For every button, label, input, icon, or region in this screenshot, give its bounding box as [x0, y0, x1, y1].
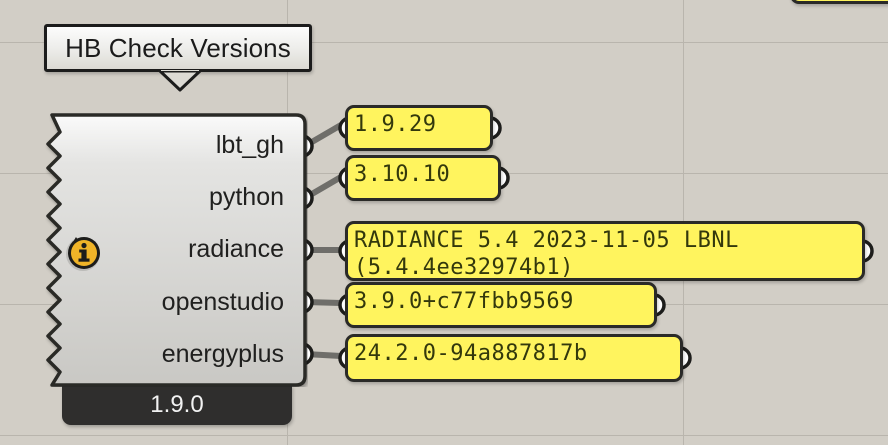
component-name-text: HB Check Versions [65, 32, 291, 63]
panel-text-openstudio: 3.9.0+c77fbb9569 [354, 289, 574, 314]
panel-python[interactable]: 3.10.10 [345, 155, 501, 201]
panel-text-python: 3.10.10 [354, 162, 451, 187]
output-row-radiance[interactable]: radiance [38, 224, 286, 276]
info-icon[interactable] [62, 231, 106, 275]
panel-text-energyplus: 24.2.0-94a887817b [354, 341, 588, 366]
output-label-lbt_gh: lbt_gh [215, 130, 284, 159]
panel-radiance[interactable]: RADIANCE 5.4 2023-11-05 LBNL (5.4.4ee329… [345, 221, 865, 281]
tooltip-tail-icon [158, 70, 202, 92]
output-row-lbt_gh[interactable]: lbt_gh [38, 119, 286, 171]
component-output-labels: lbt_gh python radiance openstudio energy… [38, 113, 286, 387]
component-version-badge[interactable]: 1.9.0 [62, 385, 292, 425]
panel-text-lbt_gh: 1.9.29 [354, 112, 437, 137]
component-body [46, 113, 307, 387]
panel-lbt_gh[interactable]: 1.9.29 [345, 105, 493, 151]
output-label-openstudio: openstudio [161, 287, 284, 316]
output-label-python: python [208, 183, 284, 212]
gridline-horizontal [0, 42, 888, 43]
offscreen-panel[interactable] [790, 0, 888, 4]
output-row-openstudio[interactable]: openstudio [38, 276, 286, 328]
panel-text-radiance: RADIANCE 5.4 2023-11-05 LBNL (5.4.4ee329… [354, 228, 739, 280]
component-name-tooltip[interactable]: HB Check Versions [44, 24, 312, 72]
component-hb-check-versions[interactable]: lbt_gh python radiance openstudio energy… [38, 113, 308, 387]
panel-energyplus[interactable]: 24.2.0-94a887817b [345, 334, 683, 382]
component-version-text: 1.9.0 [150, 391, 204, 418]
output-row-python[interactable]: python [38, 172, 286, 224]
output-label-energyplus: energyplus [161, 340, 284, 369]
panel-openstudio[interactable]: 3.9.0+c77fbb9569 [345, 282, 657, 328]
output-label-radiance: radiance [188, 235, 284, 264]
output-row-energyplus[interactable]: energyplus [38, 329, 286, 381]
gridline-horizontal [0, 435, 888, 436]
